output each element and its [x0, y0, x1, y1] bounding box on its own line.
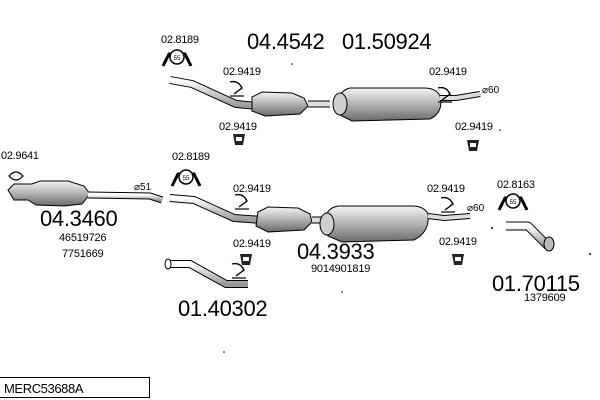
dimension-label-60-mid: ⌀60	[467, 203, 485, 214]
left-gasket-icon	[8, 171, 24, 181]
fitting-label-hanger-mid: 02.8189	[172, 151, 210, 163]
hanger-mid-icon: 55	[170, 169, 202, 187]
part-label-top-silencer-alt: 01.50924	[342, 29, 432, 54]
fitting-label-clamp: 02.9419	[219, 121, 257, 133]
ref-label-front-left-2: 7751669	[62, 248, 104, 260]
fitting-label-clamp: 02.9419	[223, 66, 261, 78]
fitting-label-gasket: 02.9641	[1, 150, 39, 162]
ref-label-mid: 9014901819	[311, 263, 371, 275]
ref-label-tail: 1379609	[524, 292, 566, 304]
top-silencer[interactable]	[336, 87, 442, 122]
part-label-tail: 01.70115	[492, 271, 580, 296]
clamp-icon	[440, 196, 455, 213]
fitting-label-hanger-top: 02.8189	[161, 34, 199, 46]
left-front-cat[interactable]	[7, 180, 91, 207]
clamp-icon	[452, 254, 464, 265]
part-label-top-silencer: 04.4542	[247, 29, 325, 54]
hanger-right-text: 55	[510, 200, 517, 206]
fitting-label-clamp: 02.9419	[427, 183, 465, 195]
fitting-label-clamp: 02.9419	[233, 238, 271, 250]
part-label-pipe: 01.40302	[178, 296, 268, 321]
fitting-label-clamp: 02.9419	[439, 236, 477, 248]
part-label-front-left: 04.3460	[40, 206, 118, 231]
dimension-label-51: ⌀51	[134, 182, 152, 193]
ref-label-front-left-1: 46519726	[59, 232, 107, 244]
hanger-mid-text: 55	[183, 176, 190, 182]
clamp-icon	[229, 80, 244, 97]
part-label-mid: 04.3933	[297, 239, 375, 264]
mid-silencer[interactable]	[322, 205, 429, 243]
fitting-label-hanger-right: 02.8163	[497, 179, 535, 191]
hanger-right-icon: 55	[497, 193, 529, 211]
clamp-icon	[234, 193, 249, 210]
hanger-top-icon: 55	[161, 49, 193, 67]
hanger-top-text: 55	[174, 56, 181, 62]
top-catalytic-converter[interactable]	[251, 91, 309, 117]
dimension-label-60-top: ⌀60	[482, 85, 500, 96]
clamp-icon	[437, 86, 452, 103]
diagram-code-box: MERC53688A	[0, 377, 150, 398]
diagram-code: MERC53688A	[4, 381, 84, 396]
clamp-icon	[467, 140, 479, 151]
mid-catalytic-converter[interactable]	[255, 206, 313, 233]
clamp-icon	[240, 254, 252, 265]
fitting-label-clamp: 02.9419	[455, 121, 493, 133]
fitting-label-clamp: 02.9419	[233, 183, 271, 195]
clamp-icon	[233, 134, 245, 145]
fitting-label-clamp: 02.9419	[429, 66, 467, 78]
clamp-icon	[231, 262, 246, 279]
